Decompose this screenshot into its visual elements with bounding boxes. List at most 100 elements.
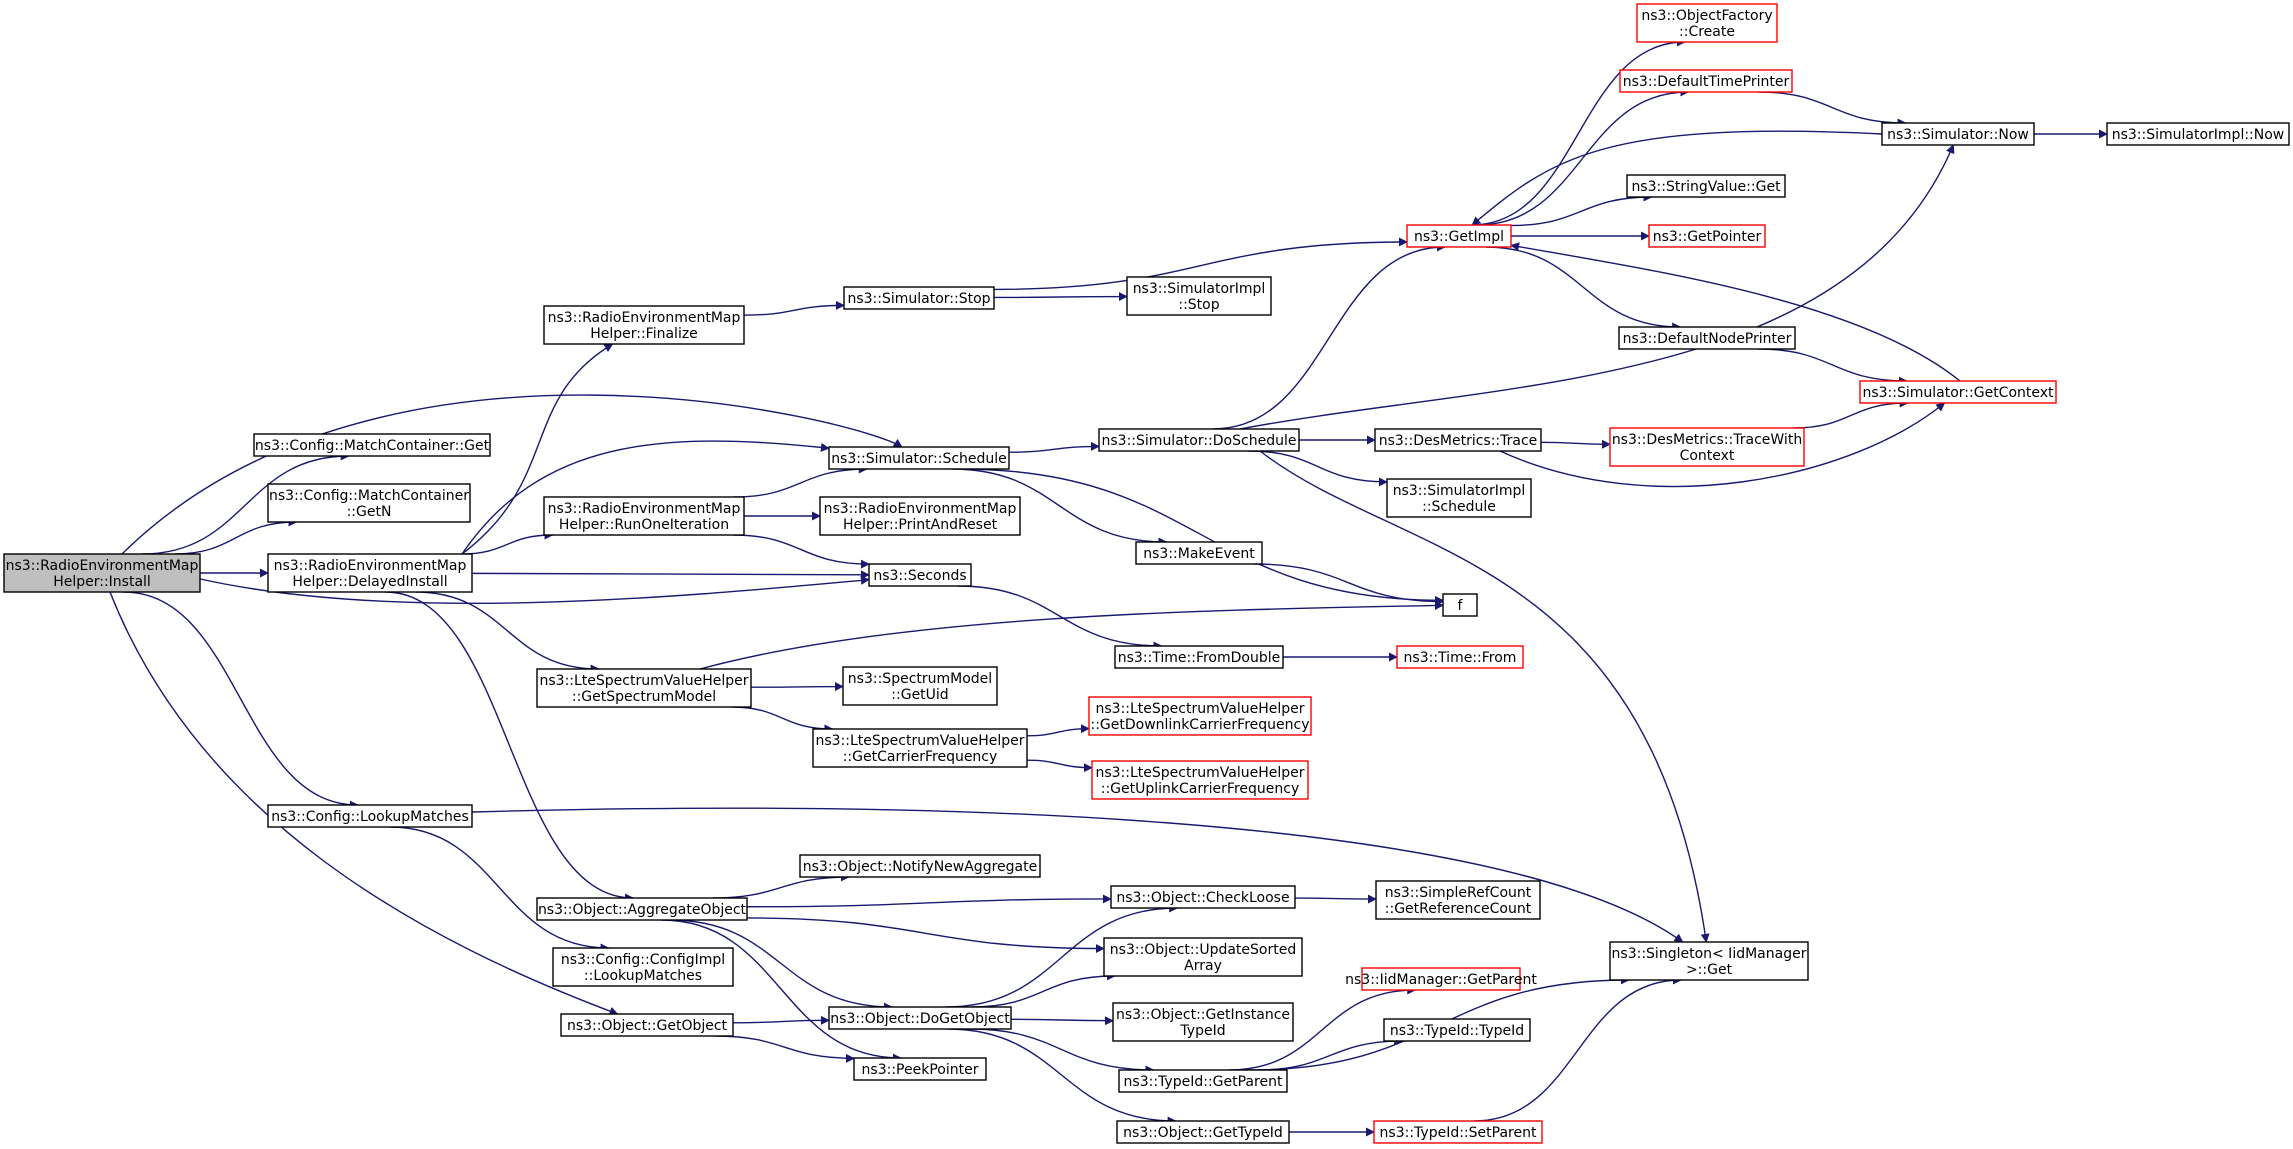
node-box: [1091, 760, 1309, 800]
node-box: [1881, 122, 2035, 146]
node-box: [1396, 645, 1524, 669]
node-destrace[interactable]: ns3::DesMetrics::Trace: [1374, 428, 1542, 452]
node-mc_get[interactable]: ns3::Config::MatchContainer::Get: [253, 433, 491, 457]
node-getuid[interactable]: ns3::SpectrumModel::GetUid: [842, 666, 998, 706]
node-sim_now[interactable]: ns3::Simulator::Now: [1881, 122, 2035, 146]
node-deftimeprinter[interactable]: ns3::DefaultTimePrinter: [1619, 69, 1793, 93]
node-label: TypeId: [1179, 1023, 1225, 1039]
node-notify[interactable]: ns3::Object::NotifyNewAggregate: [799, 854, 1041, 878]
edge-getspectrum-to-carrier: [731, 706, 834, 734]
node-box: [1619, 69, 1793, 93]
node-singleton[interactable]: ns3::Singleton< IidManager >::Get: [1609, 941, 1809, 981]
edge-schedule-to-doschedule: [1008, 441, 1100, 453]
node-label: Helper::RunOneIteration: [559, 517, 729, 533]
node-printreset[interactable]: ns3::RadioEnvironmentMapHelper::PrintAnd…: [819, 496, 1021, 536]
node-box: [1373, 1120, 1543, 1144]
node-uplink[interactable]: ns3::LteSpectrumValueHelper::GetUplinkCa…: [1091, 760, 1309, 800]
node-f[interactable]: f: [1442, 593, 1478, 617]
edge-tracewith-to-getcontext: [1793, 398, 1909, 429]
node-defnodeprinter[interactable]: ns3::DefaultNodePrinter: [1618, 326, 1796, 350]
node-gettypeid[interactable]: ns3::Object::GetTypeId: [1116, 1120, 1290, 1144]
node-impl_now[interactable]: ns3::SimulatorImpl::Now: [2106, 122, 2290, 146]
node-box: [1636, 3, 1778, 43]
node-delayed[interactable]: ns3::RadioEnvironmentMapHelper::DelayedI…: [267, 553, 473, 593]
node-timefrom[interactable]: ns3::Time::From: [1396, 645, 1524, 669]
node-label: ns3::Object::DoGetObject: [830, 1011, 1010, 1027]
node-dogetobject[interactable]: ns3::Object::DoGetObject: [828, 1006, 1012, 1030]
node-schedule[interactable]: ns3::Simulator::Schedule: [828, 446, 1010, 470]
node-aggregate[interactable]: ns3::Object::AggregateObject: [536, 897, 748, 921]
node-getimpl[interactable]: ns3::GetImpl: [1406, 224, 1512, 248]
nodes-layer: ns3::RadioEnvironmentMapHelper::Installn…: [3, 3, 2290, 1144]
node-box: [267, 483, 471, 523]
node-label: ns3::DesMetrics::Trace: [1379, 433, 1538, 449]
edge-lookup-to-singleton: [471, 807, 1684, 943]
node-mc_getn[interactable]: ns3::Config::MatchContainer::GetN: [267, 483, 471, 523]
node-getobject[interactable]: ns3::Object::GetObject: [560, 1013, 734, 1037]
node-label: ns3::Simulator::Schedule: [831, 451, 1007, 467]
edge-deftimeprinter-to-sim_now: [1758, 91, 1907, 128]
node-label: Helper::Install: [53, 574, 151, 590]
edge-typeid_getparent-to-iid_getparent: [1228, 985, 1417, 1071]
node-box: [1859, 380, 2057, 404]
node-box: [853, 1057, 987, 1081]
node-peek[interactable]: ns3::PeekPointer: [853, 1057, 987, 1081]
edge-delayed-to-aggregate: [385, 591, 634, 903]
node-getspectrum[interactable]: ns3::LteSpectrumValueHelper::GetSpectrum…: [536, 668, 752, 708]
node-label: ns3::Object::UpdateSorted: [1110, 942, 1296, 958]
node-runone[interactable]: ns3::RadioEnvironmentMapHelper::RunOneIt…: [543, 496, 745, 536]
edge-destrace-to-getcontext: [1499, 402, 1946, 488]
node-makeevent[interactable]: ns3::MakeEvent: [1135, 541, 1263, 565]
node-label: ns3::Simulator::GetContext: [1862, 385, 2054, 401]
node-implschedule[interactable]: ns3::SimulatorImpl::Schedule: [1386, 478, 1532, 518]
node-lookup[interactable]: ns3::Config::LookupMatches: [267, 804, 473, 828]
node-label: ns3::Config::ConfigImpl: [561, 952, 725, 968]
node-downlink[interactable]: ns3::LteSpectrumValueHelper::GetDownlink…: [1088, 696, 1312, 736]
node-box: [1112, 1002, 1294, 1042]
node-implstop[interactable]: ns3::SimulatorImpl::Stop: [1126, 276, 1272, 316]
edge-install-to-schedule: [121, 394, 903, 555]
edge-makeevent-to-f: [1254, 563, 1444, 607]
node-typeid_getparent[interactable]: ns3::TypeId::GetParent: [1118, 1069, 1288, 1093]
node-simplerefcount[interactable]: ns3::SimpleRefCount::GetReferenceCount: [1375, 880, 1541, 920]
node-setparent[interactable]: ns3::TypeId::SetParent: [1373, 1120, 1543, 1144]
edge-doschedule-to-getimpl: [1213, 242, 1446, 430]
node-label: ns3::Object::AggregateObject: [538, 902, 747, 918]
edge-aggregate-to-notify: [713, 872, 850, 899]
node-typeid_typeid[interactable]: ns3::TypeId::TypeId: [1383, 1018, 1531, 1042]
node-label: ns3::SimpleRefCount: [1385, 885, 1532, 901]
node-seconds[interactable]: ns3::Seconds: [868, 563, 972, 587]
edge-install-to-mc_getn: [174, 517, 298, 555]
node-objfactory[interactable]: ns3::ObjectFactory::Create: [1636, 3, 1778, 43]
node-checkloose[interactable]: ns3::Object::CheckLoose: [1110, 885, 1296, 909]
node-getpointer[interactable]: ns3::GetPointer: [1648, 224, 1766, 248]
edges-layer: [109, 37, 2108, 1137]
edge-sim_now-to-getimpl: [1471, 130, 1883, 226]
edge-delayed-to-runone: [461, 530, 554, 555]
node-label: ns3::StringValue::Get: [1631, 179, 1781, 195]
node-box: [560, 1013, 734, 1037]
node-label: ::GetUid: [891, 687, 948, 703]
node-label: >::Get: [1686, 962, 1733, 978]
node-iid_getparent[interactable]: ns3::IidManager::GetParent: [1345, 967, 1537, 991]
node-box: [1114, 645, 1284, 669]
node-stop[interactable]: ns3::Simulator::Stop: [843, 286, 995, 310]
node-fromdouble[interactable]: ns3::Time::FromDouble: [1114, 645, 1284, 669]
node-doschedule[interactable]: ns3::Simulator::DoSchedule: [1098, 428, 1300, 452]
node-getcontext[interactable]: ns3::Simulator::GetContext: [1859, 380, 2057, 404]
node-label: ns3::LteSpectrumValueHelper: [540, 673, 749, 689]
node-box: [1609, 427, 1805, 467]
node-stringvalue[interactable]: ns3::StringValue::Get: [1626, 174, 1786, 198]
node-label: ns3::DefaultNodePrinter: [1623, 331, 1792, 347]
edge-stop-to-implstop: [993, 292, 1128, 302]
node-carrier[interactable]: ns3::LteSpectrumValueHelper::GetCarrierF…: [812, 728, 1028, 768]
node-configimpl[interactable]: ns3::Config::ConfigImpl::LookupMatches: [552, 947, 734, 987]
node-box: [1126, 276, 1272, 316]
node-label: ns3::DesMetrics::TraceWith: [1612, 432, 1802, 448]
node-box: [1375, 880, 1541, 920]
